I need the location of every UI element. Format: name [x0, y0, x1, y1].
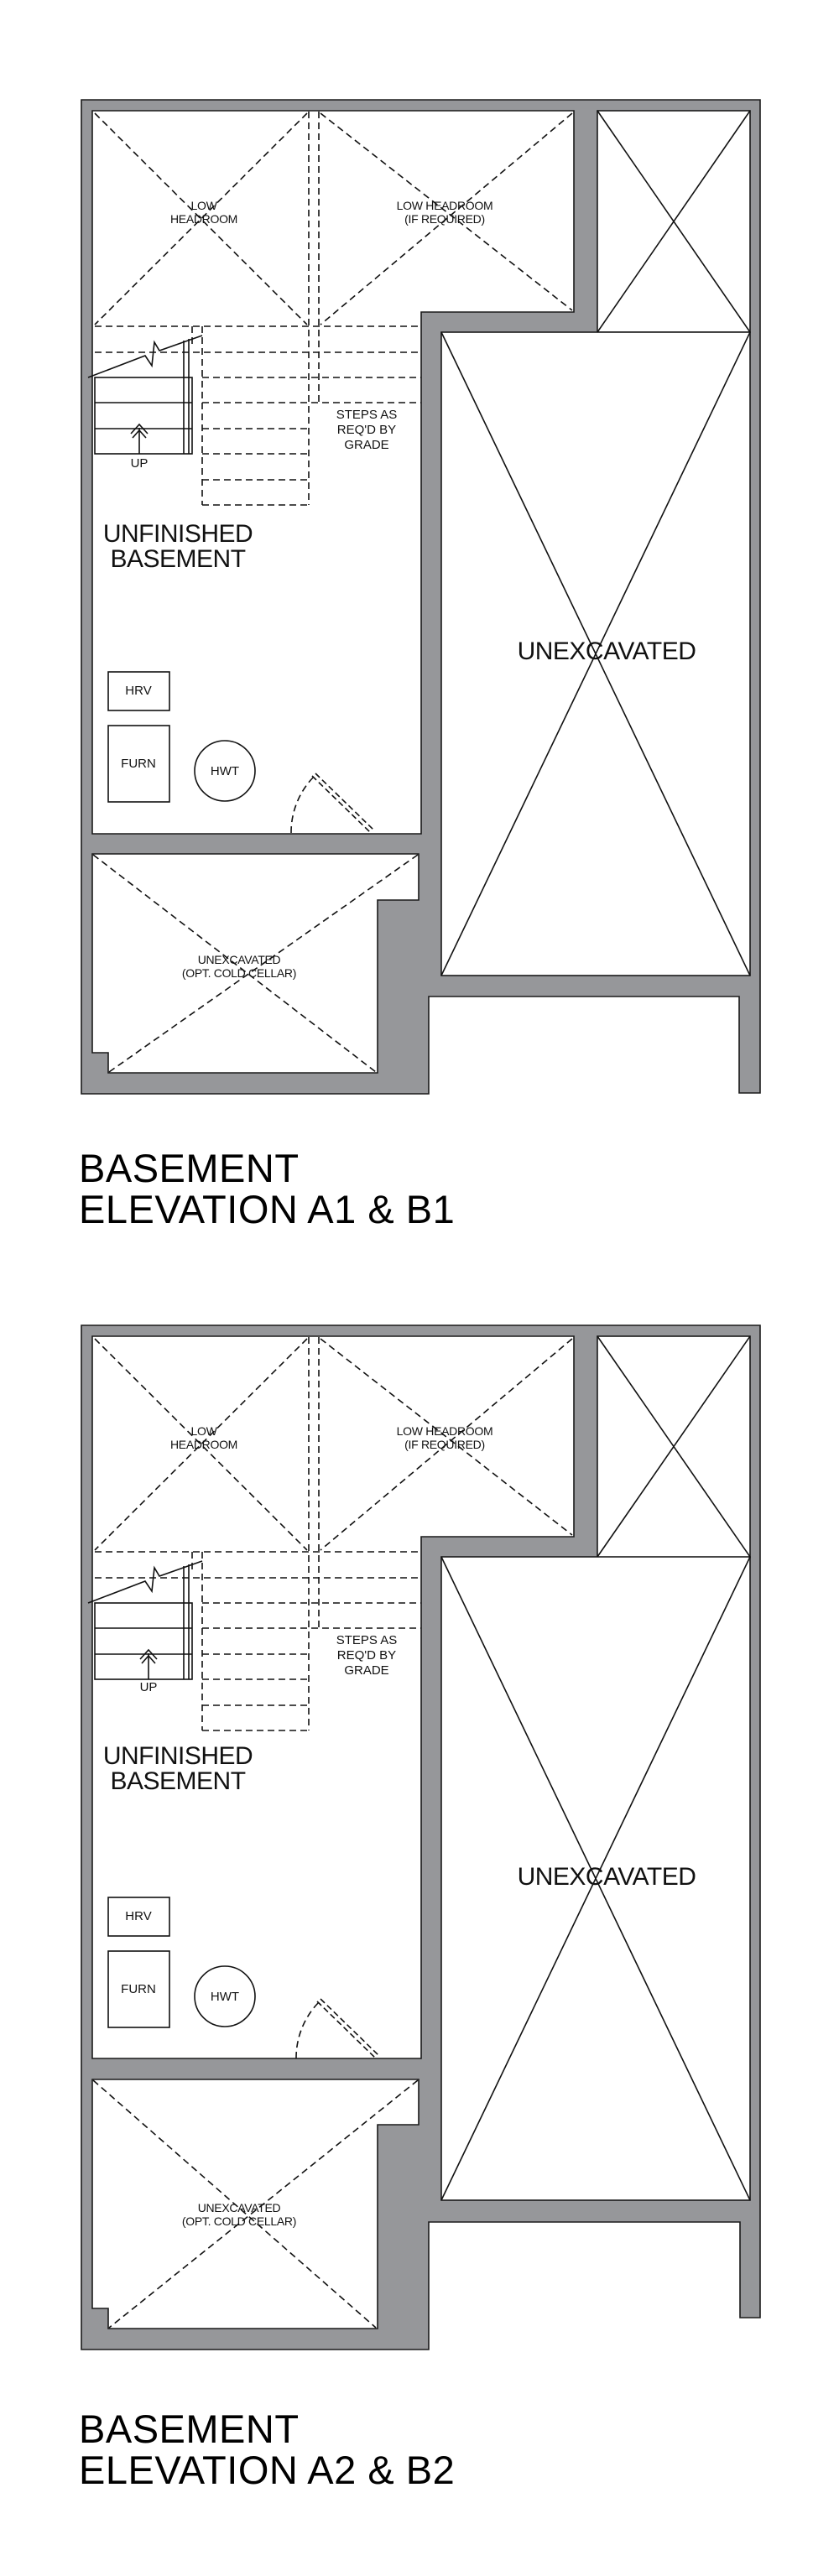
unexcavated-label: UNEXCAVATED [517, 1863, 696, 1891]
steps-as-required-label: STEPS AS REQ'D BY GRADE [336, 1633, 398, 1678]
hrv-label: HRV [125, 684, 152, 698]
cold-cellar-x-marks [92, 854, 419, 1073]
unexcavated-x-marks [440, 110, 751, 976]
door-swing-icon [290, 773, 374, 834]
plan-title-line1: BASEMENT [79, 1146, 300, 1190]
unexcavated-label: UNEXCAVATED [517, 637, 696, 665]
cold-cellar-room [91, 853, 420, 1074]
staircase [87, 1560, 203, 1680]
low-headroom-label: LOW HEADROOM [169, 199, 238, 226]
cold-cellar-x-marks [92, 2079, 419, 2329]
stair-up-arrow-icon [130, 423, 149, 454]
steps-as-required-label: STEPS AS REQ'D BY GRADE [336, 408, 398, 452]
hot-water-tank [194, 740, 256, 802]
stair-up-label: UP [130, 456, 149, 471]
hwt-label: HWT [210, 1990, 240, 2004]
stair-up-label: UP [139, 1680, 158, 1694]
hrv-label: HRV [125, 1909, 152, 1923]
door-swing-icon [295, 1998, 379, 2059]
hot-water-tank [194, 1965, 256, 2027]
plan-drawing [81, 99, 761, 1095]
furn-label: FURN [121, 757, 156, 771]
plan-drawing [81, 1324, 761, 2350]
furn-label: FURN [121, 1982, 156, 1996]
low-headroom-if-required-label: LOW HEADROOM (IF REQUIRED) [396, 199, 493, 226]
plan-title-line1: BASEMENT [79, 2407, 300, 2451]
low-headroom-x-marks [94, 112, 573, 505]
low-headroom-x-marks [94, 1337, 573, 1730]
plan-title-a2-b2: BASEMENT ELEVATION A2 & B2 [79, 2408, 455, 2490]
cold-cellar-room [91, 2079, 420, 2329]
floor-plan-a2-b2: LOW HEADROOM LOW HEADROOM (IF REQUIRED) … [0, 1226, 839, 2366]
cold-cellar-label: UNEXCAVATED (OPT. COLD CELLAR) [181, 2201, 297, 2229]
hwt-label: HWT [210, 764, 240, 778]
hrv-unit [107, 671, 170, 711]
plan-title-line2: ELEVATION A1 & B1 [79, 1187, 456, 1231]
unfinished-basement-label: UNFINISHED BASEMENT [102, 1742, 253, 1795]
staircase [87, 335, 203, 455]
low-headroom-if-required-label: LOW HEADROOM (IF REQUIRED) [396, 1424, 493, 1452]
unexcavated-x-marks [440, 1335, 751, 2201]
floor-plan-a1-b1: LOW HEADROOM LOW HEADROOM (IF REQUIRED) … [0, 0, 839, 1095]
dashed-steps [95, 1551, 421, 1731]
plan-title-a1-b1: BASEMENT ELEVATION A1 & B1 [79, 1147, 455, 1230]
unfinished-basement-room [91, 1335, 575, 2059]
cold-cellar-label: UNEXCAVATED (OPT. COLD CELLAR) [181, 953, 297, 981]
plan-title-line2: ELEVATION A2 & B2 [79, 2448, 456, 2492]
stair-up-arrow-icon [139, 1648, 158, 1679]
hrv-unit [107, 1897, 170, 1937]
unfinished-basement-label: UNFINISHED BASEMENT [102, 520, 253, 573]
dashed-steps [95, 325, 421, 506]
furnace-unit [107, 1950, 170, 2028]
furnace-unit [107, 725, 170, 803]
low-headroom-label: LOW HEADROOM [169, 1424, 238, 1452]
unfinished-basement-room [91, 110, 575, 835]
